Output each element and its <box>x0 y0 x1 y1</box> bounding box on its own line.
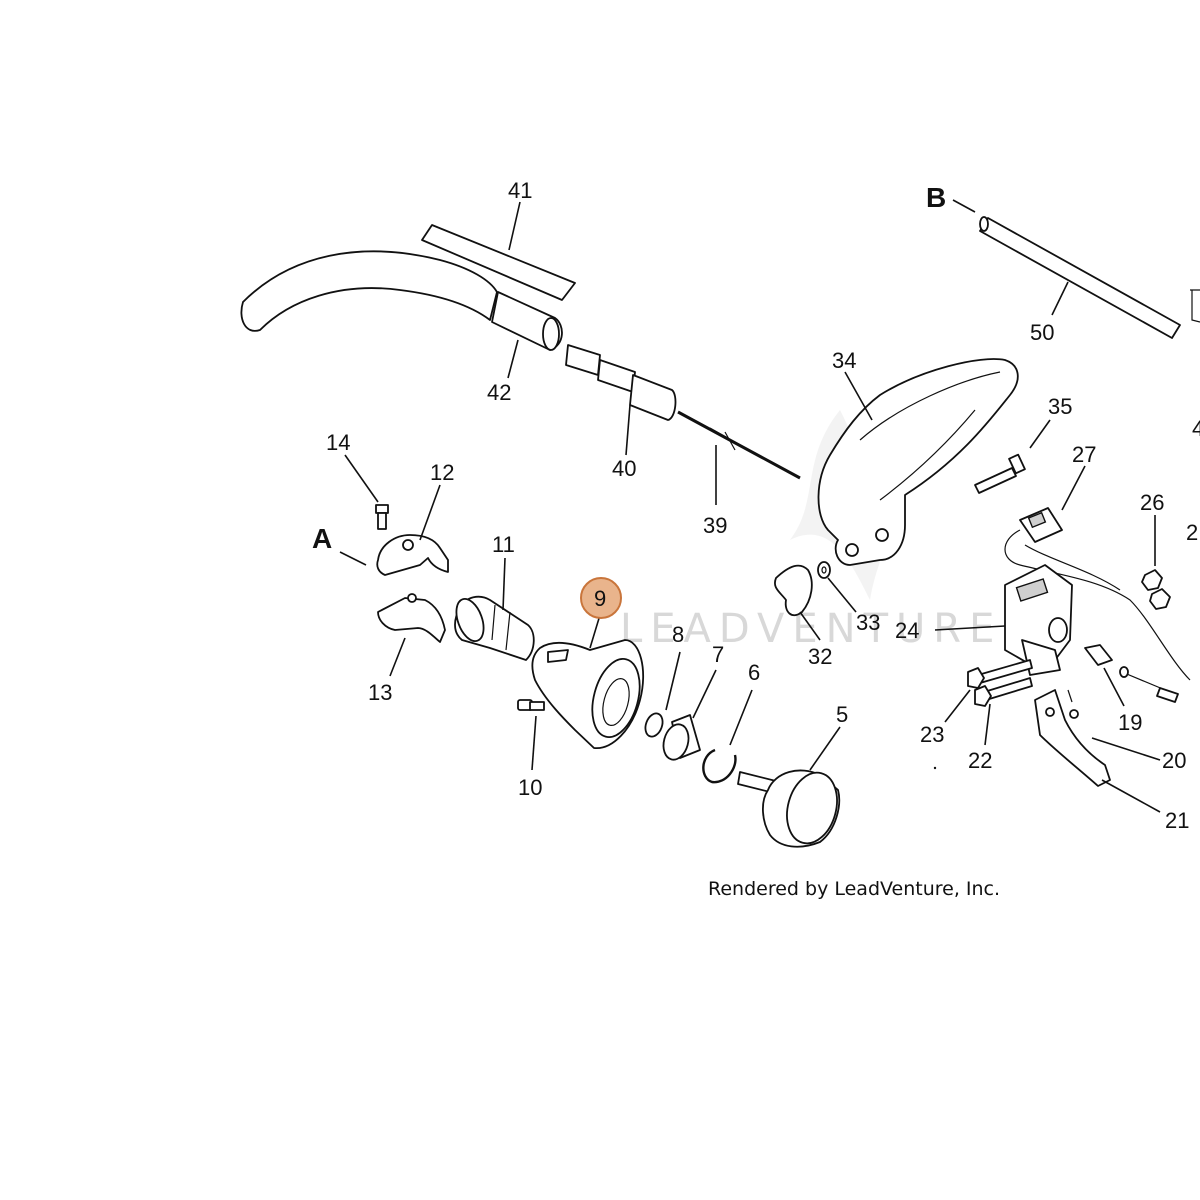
part-9-highlight-marker[interactable]: 9 <box>580 577 622 619</box>
section-label-b: B <box>926 182 946 213</box>
callout-21: 21 <box>1165 808 1189 833</box>
part-6-circlip[interactable] <box>702 748 737 784</box>
part-12-upper-clamp[interactable] <box>376 534 449 576</box>
part-24-throttle-housing[interactable] <box>1004 564 1073 676</box>
part-13-lower-clamp[interactable] <box>377 593 446 643</box>
part-34-loop-handle[interactable] <box>817 358 1019 566</box>
callout-33: 33 <box>856 610 880 635</box>
callout-14: 14 <box>326 430 350 455</box>
watermark-text: LEADVENTURE <box>620 606 1002 652</box>
part-32-knob[interactable] <box>774 564 813 617</box>
part-41-label-sheet[interactable] <box>421 224 576 301</box>
part-5-shaft-cap[interactable] <box>737 767 844 849</box>
bracket-edge-partial <box>1190 289 1200 323</box>
part-10-bolt[interactable] <box>517 699 545 711</box>
callout-41: 41 <box>508 178 532 203</box>
part-20-spring[interactable] <box>1067 689 1079 719</box>
callout-partial-edge: 4 <box>1192 416 1200 441</box>
callout-27: 27 <box>1072 442 1096 467</box>
callout-35: 35 <box>1048 394 1072 419</box>
callout-19: 19 <box>1118 710 1142 735</box>
part-19-pin[interactable] <box>1084 644 1179 703</box>
callout-32: 32 <box>808 644 832 669</box>
part-14-bolt[interactable] <box>375 504 389 530</box>
callout-23: 23 <box>920 722 944 747</box>
callout-22: 22 <box>968 748 992 773</box>
part-11-sleeve[interactable] <box>451 595 535 661</box>
credit-text: Rendered by LeadVenture, Inc. <box>708 878 1000 900</box>
callout-11: 11 <box>492 532 515 557</box>
callout-20: 20 <box>1162 748 1186 773</box>
callout-42: 42 <box>487 380 511 405</box>
callout-5: 5 <box>836 702 848 727</box>
part-35-bolt[interactable] <box>974 453 1026 494</box>
callout-12: 12 <box>430 460 454 485</box>
callout-8: 8 <box>672 622 684 647</box>
callout-13: 13 <box>368 680 392 705</box>
part-27-switch[interactable] <box>1004 507 1191 681</box>
callout-24: 24 <box>895 618 919 643</box>
part-21-lever[interactable] <box>1034 689 1111 787</box>
part-40-tube[interactable] <box>565 344 677 421</box>
part-50-rod[interactable] <box>979 216 1181 339</box>
part-23-screw[interactable] <box>967 659 1033 689</box>
callout-50: 50 <box>1030 320 1054 345</box>
part-22-bolt[interactable] <box>974 677 1033 707</box>
part-42-handle-grip[interactable] <box>240 250 563 351</box>
part-9-gear-case[interactable] <box>531 639 647 749</box>
section-label-a: A <box>312 523 332 554</box>
callout-10: 10 <box>518 775 542 800</box>
callout-partial-right: 2 <box>1186 520 1198 545</box>
part-8-snap-ring[interactable] <box>642 711 665 739</box>
part-39-cable-rod[interactable] <box>677 410 801 480</box>
part-33-washer[interactable] <box>817 561 831 579</box>
callout-7: 7 <box>712 642 724 667</box>
part-7-bearing[interactable] <box>660 714 701 762</box>
part-26-nut[interactable] <box>1141 569 1171 610</box>
callout-6: 6 <box>748 660 760 685</box>
callout-26: 26 <box>1140 490 1164 515</box>
stray-dot <box>933 766 937 770</box>
callout-34: 34 <box>832 348 856 373</box>
callout-40: 40 <box>612 456 636 481</box>
callout-9: 9 <box>594 586 606 611</box>
callout-39: 39 <box>703 513 727 538</box>
